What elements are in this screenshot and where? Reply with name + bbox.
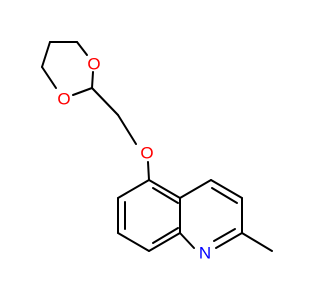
bond xyxy=(91,87,119,116)
molecule-svg: O O O N xyxy=(41,41,273,263)
bond xyxy=(41,41,51,68)
bond xyxy=(179,179,212,199)
bond xyxy=(148,232,181,252)
bond xyxy=(211,187,238,204)
bond xyxy=(152,187,179,204)
bond xyxy=(152,227,179,244)
structure-diagram: O O O N xyxy=(41,41,273,263)
bond xyxy=(215,232,243,249)
atom-o3: O xyxy=(140,144,153,163)
bond xyxy=(72,87,93,96)
bond xyxy=(147,161,150,181)
bond xyxy=(210,179,243,199)
bond xyxy=(148,179,181,199)
atom-o2: O xyxy=(57,90,70,109)
bond xyxy=(213,228,236,242)
bond xyxy=(76,41,88,56)
bond xyxy=(91,71,94,89)
atom-n1: N xyxy=(199,244,211,263)
bond xyxy=(241,232,273,252)
bond xyxy=(117,179,150,199)
bond xyxy=(179,232,195,249)
bond xyxy=(117,114,137,145)
bond xyxy=(117,232,150,252)
bond xyxy=(41,66,57,89)
atom-o1: O xyxy=(87,55,100,74)
